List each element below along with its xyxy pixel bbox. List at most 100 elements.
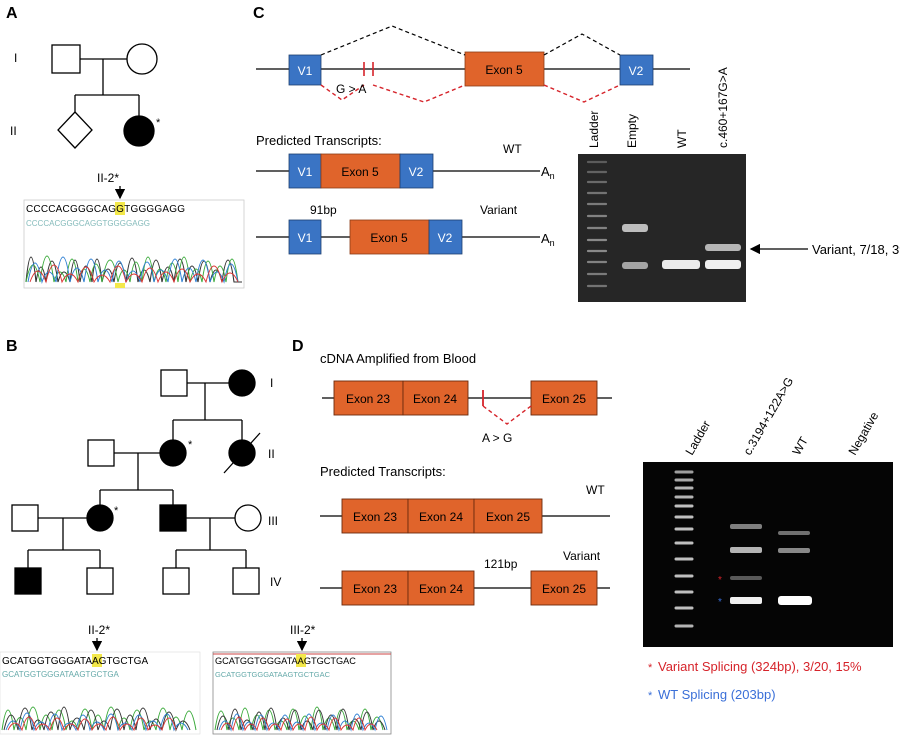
panel-b-gen-2: II bbox=[268, 447, 275, 461]
pedigree-b-ii2 bbox=[159, 439, 187, 467]
gel-c-empty-band-upper bbox=[622, 224, 648, 232]
pedigree-b-i2 bbox=[228, 369, 256, 397]
c-v2-label: V2 bbox=[629, 64, 644, 78]
gel-c-annotation: Variant, 7/18, 39% bbox=[812, 242, 900, 257]
c-predicted-title: Predicted Transcripts: bbox=[256, 133, 382, 148]
c-gap-label: 91bp bbox=[310, 203, 337, 217]
chromatogram-a: CCCCACGGGCAGGTGGGGAGG CCCCACGGGCAGGTGGGG… bbox=[23, 199, 245, 289]
panel-a: A I II * II-2* CCCCACGGGCAGGTGGGGAGG CCC… bbox=[6, 5, 245, 289]
pedigree-b-mark-ii2: * bbox=[188, 439, 193, 451]
pedigree-b-i1 bbox=[160, 369, 188, 397]
c-v1-label: V1 bbox=[298, 64, 313, 78]
panel-b-gen-3: III bbox=[268, 514, 278, 528]
gel-c-empty-band-lower bbox=[622, 262, 648, 269]
gel-c bbox=[578, 154, 746, 302]
legend-variant-star: * bbox=[648, 662, 653, 674]
gel-d-legend: * Variant Splicing (324bp), 3/20, 15% * … bbox=[648, 659, 862, 702]
gel-c-wt-band bbox=[662, 260, 700, 269]
panel-b-gen-4: IV bbox=[270, 575, 281, 589]
gel-c-ladder bbox=[586, 160, 608, 288]
gel-d-blue-star: * bbox=[718, 597, 722, 608]
c-wt-v2-label: V2 bbox=[409, 165, 424, 179]
seq-a-highlight bbox=[115, 202, 125, 215]
gel-d-var-band-203 bbox=[730, 597, 762, 604]
c-splice-var-3 bbox=[543, 84, 621, 103]
pedigree-b-mark-iii2: * bbox=[114, 505, 119, 517]
c-wt-v1-box bbox=[288, 153, 322, 189]
pedigree-a-mother bbox=[126, 43, 158, 75]
c-var-v1-box bbox=[288, 219, 322, 255]
panel-d: D cDNA Amplified from Blood Exon 23 Exon… bbox=[292, 338, 893, 702]
panel-c-letter: C bbox=[253, 5, 265, 22]
gel-c-lane-wt: WT bbox=[675, 129, 689, 148]
c-var-exon5-label: Exon 5 bbox=[370, 231, 408, 245]
pedigree-b-iii3 bbox=[159, 504, 187, 532]
pedigree-b-iii2 bbox=[86, 504, 114, 532]
c-var-v1-label: V1 bbox=[298, 231, 313, 245]
gel-d-var-band-324 bbox=[730, 576, 762, 580]
panel-b: B I II III IV bbox=[0, 338, 392, 735]
gel-d-image bbox=[643, 462, 893, 647]
pedigree-b-iv4 bbox=[232, 567, 260, 595]
c-splice-var-1 bbox=[320, 84, 365, 101]
d-exon23-label: Exon 23 bbox=[346, 392, 390, 406]
gel-d-ladder bbox=[674, 470, 694, 628]
c-exon5-label: Exon 5 bbox=[485, 63, 523, 77]
pedigree-a-proband bbox=[123, 115, 155, 147]
d-exon24-box bbox=[402, 380, 469, 416]
gel-d-lane-negative: Negative bbox=[845, 409, 881, 457]
c-var-v2-box bbox=[428, 219, 463, 255]
panel-d-letter: D bbox=[292, 338, 304, 355]
d-exon25-label: Exon 25 bbox=[542, 392, 586, 406]
c-var-v2-label: V2 bbox=[438, 231, 453, 245]
pedigree-a-sibling bbox=[57, 111, 93, 149]
d-mutation: A > G bbox=[482, 431, 512, 445]
c-wt-v1-label: V1 bbox=[298, 165, 313, 179]
c-wt-exon5-label: Exon 5 bbox=[341, 165, 379, 179]
seq-b2-top: GCATGGTGGGATAAGTGCTGAC bbox=[215, 656, 356, 666]
c-mutation: G > A bbox=[336, 82, 366, 96]
c-splice-wt-2 bbox=[543, 33, 621, 56]
d-var-exon25-box bbox=[530, 570, 598, 606]
panel-a-gen-1: I bbox=[14, 51, 17, 65]
d-wt-exon23-box bbox=[341, 498, 409, 534]
panel-c: C V1 Exon 5 V2 G > A Predicted Transcrip… bbox=[253, 5, 900, 302]
gel-c-lane-variant: c.460+167G>A bbox=[716, 67, 730, 148]
c-v1-box bbox=[288, 54, 322, 86]
legend-variant-text: Variant Splicing (324bp), 3/20, 15% bbox=[658, 659, 862, 674]
panel-b-gen-1: I bbox=[270, 376, 273, 390]
seq-a-label: II-2* bbox=[97, 171, 119, 185]
gel-d-wt-band-203 bbox=[778, 596, 812, 605]
d-wt-label: WT bbox=[586, 483, 605, 497]
d-wt-exon24-label: Exon 24 bbox=[419, 510, 463, 524]
d-wt-exon25-box bbox=[473, 498, 543, 534]
pedigree-b-iv2 bbox=[86, 567, 114, 595]
pedigree-b-iii4 bbox=[234, 504, 262, 532]
gel-d-var-band-2 bbox=[730, 547, 762, 553]
legend-wt-text: WT Splicing (203bp) bbox=[658, 687, 776, 702]
c-v2-box bbox=[619, 54, 654, 86]
d-var-exon24-box bbox=[407, 570, 475, 606]
chromatogram-b1: GCATGGTGGGATAAGTGCTGA GCATGGTGGGATAAGTGC… bbox=[0, 651, 201, 735]
gel-c-lane-empty: Empty bbox=[625, 114, 639, 148]
c-exon5-box bbox=[464, 51, 545, 87]
d-wt-exon24-box bbox=[407, 498, 475, 534]
c-variant-label: Variant bbox=[480, 203, 518, 217]
gel-c-lane-ladder: Ladder bbox=[587, 111, 601, 148]
gel-d-wt-band-2 bbox=[778, 548, 810, 553]
pedigree-b-ii1 bbox=[87, 439, 115, 467]
seq-b1-label: II-2* bbox=[88, 623, 110, 637]
chromatogram-b2: GCATGGTGGGATAAGTGCTGAC GCATGGTGGGATAAGTG… bbox=[212, 651, 392, 735]
seq-b2-bottom: GCATGGTGGGATAAGTGCTGAC bbox=[215, 670, 331, 679]
d-exon24-label: Exon 24 bbox=[413, 392, 457, 406]
seq-b1-bottom: GCATGGTGGGATAAGTGCTGA bbox=[2, 670, 120, 679]
legend-wt-star: * bbox=[648, 690, 653, 702]
d-title: cDNA Amplified from Blood bbox=[320, 351, 476, 366]
gel-d-lane-variant: c.3194+122A>G bbox=[740, 375, 796, 458]
pedigree-b-iv1 bbox=[14, 567, 42, 595]
d-exon25-box bbox=[530, 380, 598, 416]
d-wt-exon23-label: Exon 23 bbox=[353, 510, 397, 524]
c-splice-wt-1 bbox=[320, 25, 466, 56]
d-predicted-title: Predicted Transcripts: bbox=[320, 464, 446, 479]
